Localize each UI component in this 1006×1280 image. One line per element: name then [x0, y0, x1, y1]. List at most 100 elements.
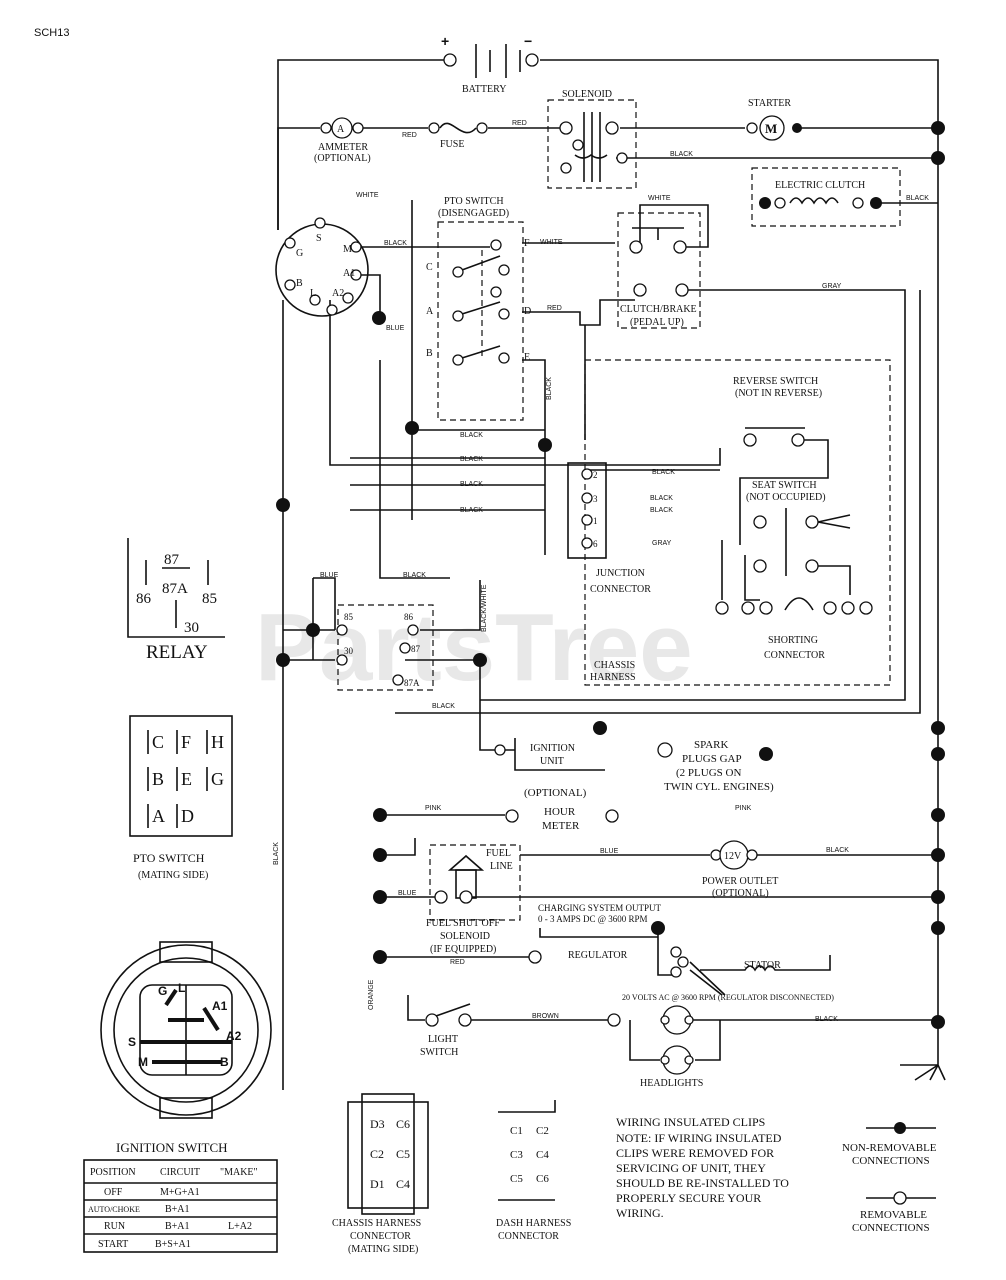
chassis-conn-3: (MATING SIDE): [348, 1244, 418, 1255]
ignition-unit-label2: UNIT: [540, 756, 564, 767]
legend-non-rem-2: CONNECTIONS: [852, 1155, 930, 1167]
hour-meter: (OPTIONAL) HOUR METER: [505, 787, 619, 832]
pto-mating-a: A: [152, 806, 165, 826]
spark-line4: TWIN CYL. ENGINES): [664, 781, 774, 793]
ign-term-s: S: [316, 233, 322, 244]
note-5: SHOULD BE RE-INSTALLED TO: [616, 1176, 789, 1190]
junction-connector: 2 3 1 6 JUNCTION CONNECTOR CHASSIS HARNE…: [567, 462, 651, 683]
ignition-unit: IGNITION UNIT: [494, 721, 607, 771]
note-1: WIRING INSULATED CLIPS: [616, 1115, 765, 1129]
chassis-harness-label2: HARNESS: [590, 672, 636, 683]
pto-term-c: C: [426, 262, 433, 273]
relay-pin-87: 87: [164, 552, 180, 568]
ignition-switch: G L A1 A2 S M B IGNITION SWITCH: [100, 941, 272, 1155]
dhc-pin-c3: C3: [510, 1149, 523, 1161]
relay-inline-87: 87: [411, 644, 421, 654]
pto-term-d: D: [524, 306, 531, 317]
ign-face-b: B: [220, 1055, 229, 1069]
dhc-pin-c4: C4: [536, 1149, 549, 1161]
wl-black-10: BLACK: [650, 507, 673, 514]
tbl-h-make: "MAKE": [220, 1167, 258, 1178]
dhc-pin-c5: C5: [510, 1173, 523, 1185]
pto-mating-d: D: [181, 806, 194, 826]
dhc-pin-c1: C1: [510, 1125, 523, 1137]
fuel-solenoid: FUEL SHUT OFF SOLENOID (IF EQUIPPED): [426, 918, 500, 955]
clutch-brake-switch: CLUTCH/BRAKE (PEDAL UP): [620, 227, 697, 328]
wl-blue-4: BLUE: [398, 890, 417, 897]
dash-harness-connector: C1 C2 C3 C4 C5 C6 DASH HARNESS CONNECTOR: [496, 1100, 571, 1242]
ign-term-l: L: [310, 288, 316, 299]
charging-system: CHARGING SYSTEM OUTPUT 0 - 3 AMPS DC @ 3…: [528, 903, 834, 1002]
ammeter: A AMMETER (OPTIONAL): [314, 117, 371, 164]
chassis-conn-2: CONNECTOR: [350, 1231, 411, 1242]
ign-term-a2: A2: [332, 288, 344, 299]
fuel-sol-3: (IF EQUIPPED): [430, 944, 496, 955]
shorting-connector-label2: CONNECTOR: [764, 650, 825, 661]
ign-face-a1: A1: [212, 999, 228, 1013]
relay-inline: 85 86 30 87 87A: [336, 612, 421, 688]
light-switch-2: SWITCH: [420, 1047, 458, 1058]
legend-removable-dot: [893, 1191, 907, 1205]
junction-label2: CONNECTOR: [590, 584, 651, 595]
reverse-switch-label: REVERSE SWITCH: [733, 376, 818, 387]
pto-mating-h: H: [211, 732, 224, 752]
ign-term-m: M: [343, 244, 352, 255]
wl-gray-1: GRAY: [822, 283, 842, 290]
fuse: FUSE: [428, 122, 488, 150]
pto-mating-e: E: [181, 769, 192, 789]
ignition-terminal-block: S M A1 A2 L G B: [275, 217, 386, 325]
wl-black-2: BLACK: [906, 195, 929, 202]
fuel-sol-2: SOLENOID: [440, 931, 490, 942]
wl-pink-1: PINK: [425, 805, 442, 812]
tbl-r2-c0: RUN: [104, 1221, 125, 1232]
battery-plus: +: [441, 33, 449, 49]
wl-black-5: BLACK: [460, 456, 483, 463]
seat-switch: SEAT SWITCH (NOT OCCUPIED) SHORTING CONN…: [715, 480, 873, 661]
electric-clutch-label: ELECTRIC CLUTCH: [775, 180, 865, 191]
fuel-line-2: LINE: [490, 861, 513, 872]
wl-white-3: WHITE: [540, 239, 563, 246]
relay-inline-86: 86: [404, 612, 414, 622]
legend-rem-2: CONNECTIONS: [852, 1222, 930, 1234]
light-switch-1: LIGHT: [428, 1034, 458, 1045]
charging-line2: 0 - 3 AMPS DC @ 3600 RPM: [538, 914, 648, 924]
wl-black-6: BLACK: [460, 481, 483, 488]
pto-term-f: F: [524, 238, 530, 249]
wl-black-16: BLACK: [273, 842, 280, 865]
power-outlet: 12V POWER OUTLET (OPTIONAL): [702, 840, 778, 899]
chc-pin-d1: D1: [370, 1177, 385, 1191]
ign-face-a2: A2: [226, 1029, 242, 1043]
wl-blue-1: BLUE: [386, 325, 405, 332]
pto-switch-label: PTO SWITCH: [444, 196, 504, 207]
ignition-switch-label: IGNITION SWITCH: [116, 1140, 228, 1155]
wl-black-7: BLACK: [460, 507, 483, 514]
hour-meter-line2: METER: [542, 820, 580, 832]
relay-inline-85: 85: [344, 612, 354, 622]
chassis-harness-connector: D3 C6 C2 C5 D1 C4 CHASSIS HARNESS CONNEC…: [332, 1093, 429, 1255]
wl-black-8: BLACK: [652, 469, 675, 476]
tbl-r3-c0: START: [98, 1239, 128, 1250]
relay-inline-87a: 87A: [404, 678, 420, 688]
clutch-brake-label: CLUTCH/BRAKE: [620, 304, 697, 315]
spark-line1: SPARK: [694, 739, 729, 751]
battery-label: BATTERY: [462, 84, 506, 95]
dash-conn-1: DASH HARNESS: [496, 1218, 571, 1229]
relay-inline-30: 30: [344, 646, 354, 656]
pto-term-e: E: [524, 352, 530, 363]
note-3: CLIPS WERE REMOVED FOR: [616, 1146, 774, 1160]
relay-pin-85: 85: [202, 591, 217, 607]
stator-label: STATOR: [744, 960, 781, 971]
note-6: PROPERLY SECURE YOUR: [616, 1191, 761, 1205]
jc-pin-2: 2: [593, 470, 598, 480]
page-code: SCH13: [34, 27, 69, 39]
fuel-line: FUEL LINE: [434, 848, 513, 904]
relay-pin-86: 86: [136, 591, 152, 607]
spark-line2: PLUGS GAP: [682, 753, 742, 765]
wl-pink-2: PINK: [735, 805, 752, 812]
relay-pin-87a: 87A: [162, 581, 188, 597]
electric-clutch: ELECTRIC CLUTCH: [759, 180, 882, 209]
ignition-unit-label: IGNITION: [530, 743, 575, 754]
battery-minus: −: [524, 33, 532, 49]
wl-white-1: WHITE: [356, 192, 379, 199]
